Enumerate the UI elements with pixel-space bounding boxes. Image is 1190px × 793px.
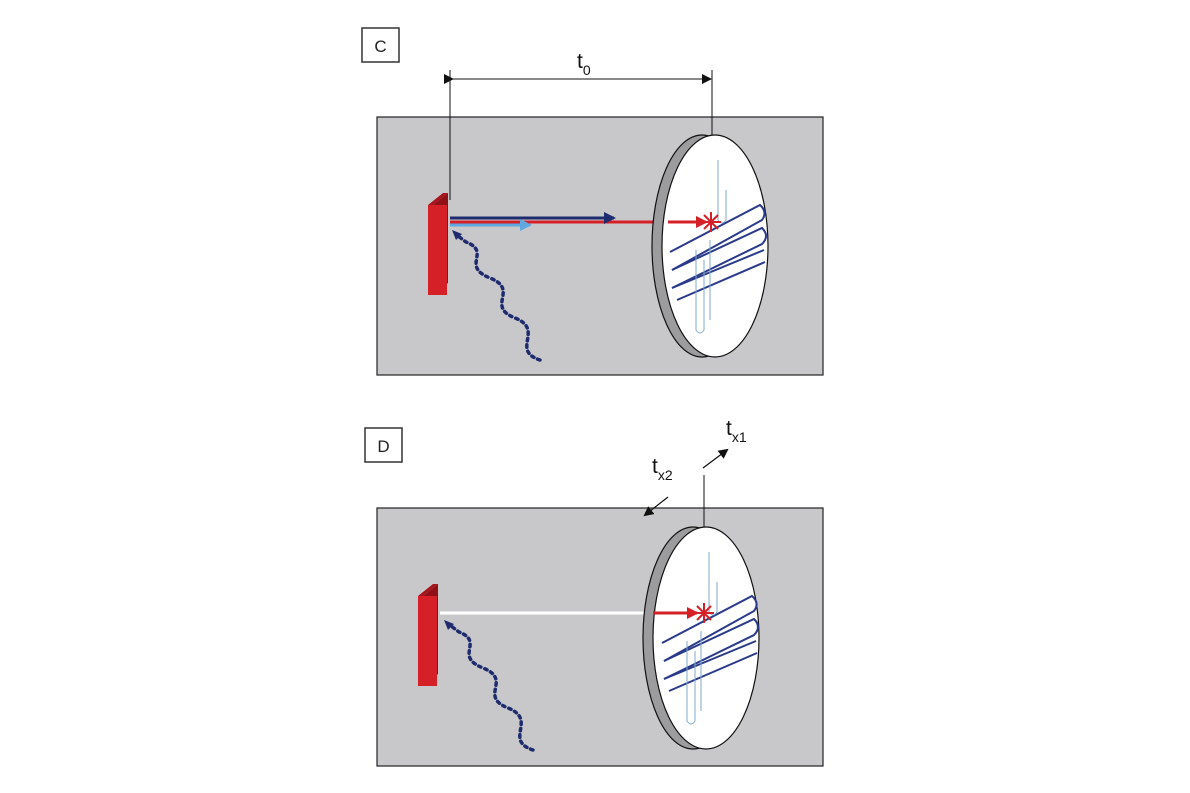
panel-c-beams (450, 212, 662, 231)
panel-c-tracks (669, 203, 767, 301)
panel-c-impact-burst (701, 212, 721, 232)
panel-d-tag-label: D (377, 437, 389, 456)
panel-c: C t0 (361, 27, 824, 376)
panel-c-emitter (428, 193, 448, 295)
panel-d-impact (653, 603, 714, 623)
panel-d-impact-burst (694, 603, 714, 623)
panel-c-time-label: t0 (577, 50, 591, 78)
panel-d-emitter (418, 584, 438, 686)
panel-d-time-axes: tx1 tx2 (643, 417, 747, 600)
panel-d-time-label-1: tx1 (726, 417, 747, 445)
panel-d-tracks (661, 594, 759, 692)
panel-d-tag: D (364, 427, 403, 463)
panel-d: D tx1 tx2 (364, 417, 824, 767)
panel-c-sensor-disk (651, 134, 769, 358)
panel-c-incoming-wave (452, 230, 542, 362)
panel-d-incoming-wave (444, 620, 535, 752)
panel-c-tag: C (361, 27, 400, 63)
panel-d-sensor-disk (642, 526, 760, 750)
panel-d-time-label-2: tx2 (652, 455, 673, 483)
panel-c-impact (668, 212, 721, 232)
panel-c-tag-label: C (374, 37, 386, 56)
